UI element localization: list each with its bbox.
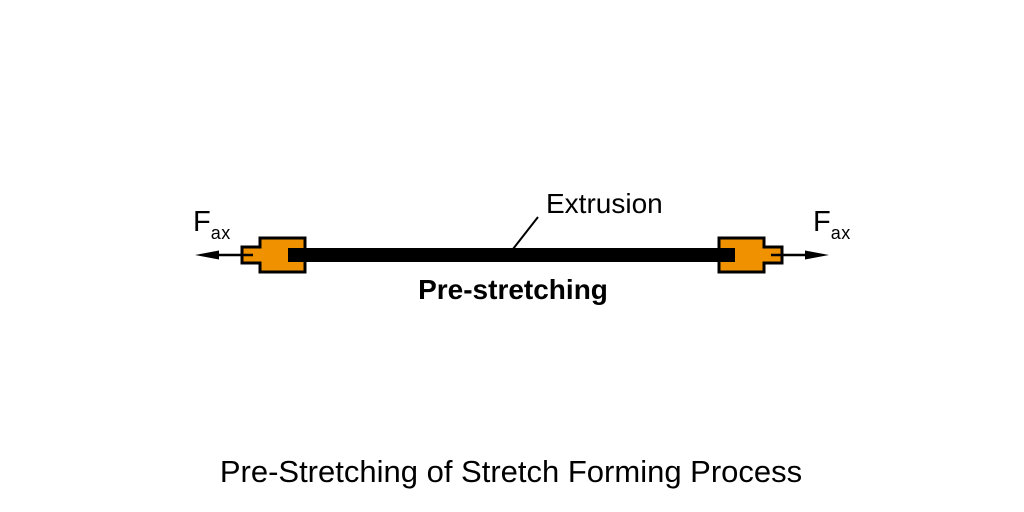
left-force-arrowhead <box>195 250 219 260</box>
force-subscript: ax <box>830 223 851 243</box>
extrusion-label: Extrusion <box>546 188 663 219</box>
extrusion-bar <box>288 248 735 262</box>
force-symbol: F <box>193 206 211 238</box>
right-force-arrow-icon <box>771 250 829 260</box>
right-force-arrowhead <box>805 250 829 260</box>
right-clamp <box>717 236 784 274</box>
process-label: Pre-stretching <box>418 274 608 305</box>
extrusion-leader-line <box>512 216 539 250</box>
force-label-left: Fax <box>193 206 231 243</box>
left-force-arrow-icon <box>195 250 253 260</box>
force-symbol: F <box>813 206 831 238</box>
left-clamp <box>240 236 307 274</box>
force-subscript: ax <box>210 223 231 243</box>
figure-title: Pre-Stretching of Stretch Forming Proces… <box>219 454 803 489</box>
force-label-right: Fax <box>813 206 851 243</box>
